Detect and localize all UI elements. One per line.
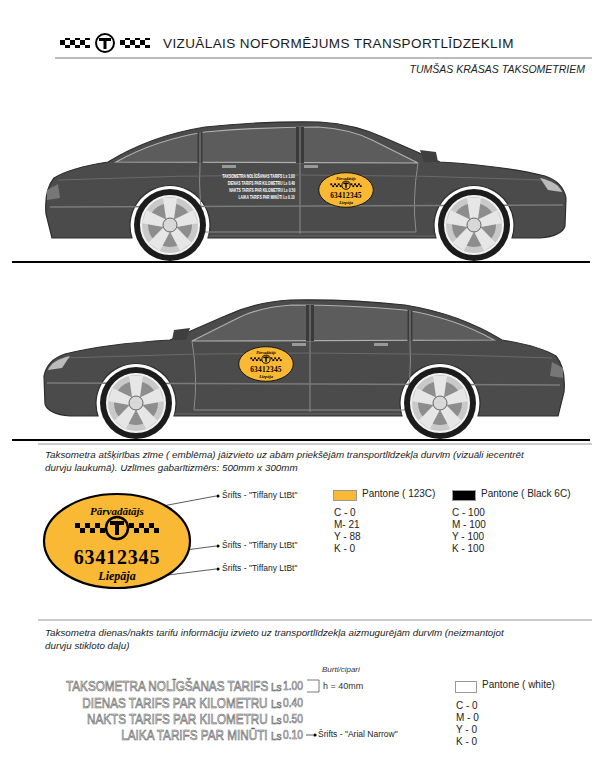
instruction-note: Taksometra dienas/nakts tarifu informāci… [45, 627, 525, 652]
cmyk-value: C - 0 [456, 700, 478, 712]
dimension-note: Burti/cipari [322, 665, 360, 674]
cmyk-value: Y - 100 [452, 531, 484, 543]
cmyk-value: C - 0 [334, 507, 356, 519]
door-tariff-text: LAIKA TARIFS PAR MINŪTI Ls 0.10 [239, 195, 295, 200]
currency-mark: Ls [271, 731, 282, 742]
tariff-name: DIENAS TARIFS PAR KILOMETRU [83, 695, 268, 712]
cmyk-value: M - 0 [456, 712, 479, 724]
currency-mark: Ls [271, 682, 282, 693]
cmyk-value: K - 0 [334, 543, 355, 555]
cmyk-value: Y - 88 [334, 531, 361, 543]
emblem-sticker: Pārvadātājs 63412345Liepāja [238, 346, 294, 382]
door-tariff-text: DIENAS TARIFS PAR KILOMETRU Ls 0.40 [228, 181, 295, 186]
legend-label: Pantone ( 123C) [362, 488, 435, 500]
cmyk-value: C - 100 [452, 507, 485, 519]
emblem-text: Pārvadātājs [90, 505, 144, 517]
tariff-value: 0.50 [283, 713, 303, 725]
door-tariff-text: TAKSOMETRA NOLĪGŠANAS TARIFS Ls 1.00 [222, 174, 295, 179]
cmyk-value: M - 100 [452, 519, 486, 531]
emblem-text: Liepāja [339, 201, 353, 206]
emblem-text: Pārvadātājs [256, 351, 276, 355]
emblem-sticker: Pārvadātājs 63412345Liepāja [318, 172, 374, 208]
font-callout: Šrifts - "Tiffany LtBt" [222, 541, 297, 551]
color-swatch [333, 490, 357, 501]
font-callout: Šrifts - "Arial Narrow" [318, 730, 398, 740]
font-callout: Šrifts - "Tiffany LtBt" [222, 491, 297, 501]
cmyk-value: K - 100 [452, 543, 484, 555]
tariff-value: 0.40 [283, 697, 303, 709]
emblem-text: Pārvadātājs [336, 177, 356, 181]
cmyk-value: M- 21 [334, 519, 360, 531]
phone-number: 63412345 [74, 546, 160, 568]
tariff-name: TAKSOMETRA NOLĪGŠANAS TARIFS [66, 678, 268, 695]
color-swatch [452, 490, 476, 501]
tariff-name: LAIKA TARIFS PAR MINŪTI [122, 727, 268, 744]
currency-mark: Ls [271, 699, 282, 710]
tariff-value: 1.00 [283, 680, 303, 692]
cmyk-value: K - 0 [456, 736, 477, 748]
emblem-text: Liepāja [259, 375, 273, 380]
emblem-sticker: Pārvadātājs 63412345Liepāja [42, 492, 192, 590]
page-title: VIZUĀLAIS NOFORMĒJUMS TRANSPORTLĪDZEKLIM [163, 36, 514, 52]
tariff-value: 0.10 [283, 729, 303, 741]
cmyk-value: Y - 0 [456, 724, 477, 736]
tariff-name: NAKTS TARIFS PAR KILOMETRU [87, 711, 268, 728]
font-callout: Šrifts - "Tiffany LtBt" [222, 564, 297, 574]
phone-number: 63412345 [330, 192, 362, 200]
dimension-label: h = 40mm [323, 681, 363, 691]
phone-number: 63412345 [250, 366, 282, 374]
emblem-text: Liepāja [98, 570, 135, 583]
subtitle: TUMŠAS KRĀSAS TAKSOMETRIEM [410, 63, 585, 75]
color-swatch [455, 681, 477, 693]
door-tariff-text: NAKTS TARIFS PAR KILOMETRU Ls 0.50 [229, 188, 295, 193]
currency-mark: Ls [271, 715, 282, 726]
legend-label: Pantone ( white) [482, 679, 555, 691]
legend-label: Pantone ( Black 6C) [481, 488, 571, 500]
instruction-note: Taksometra atšķirības zīme ( emblēma) jā… [45, 449, 525, 474]
